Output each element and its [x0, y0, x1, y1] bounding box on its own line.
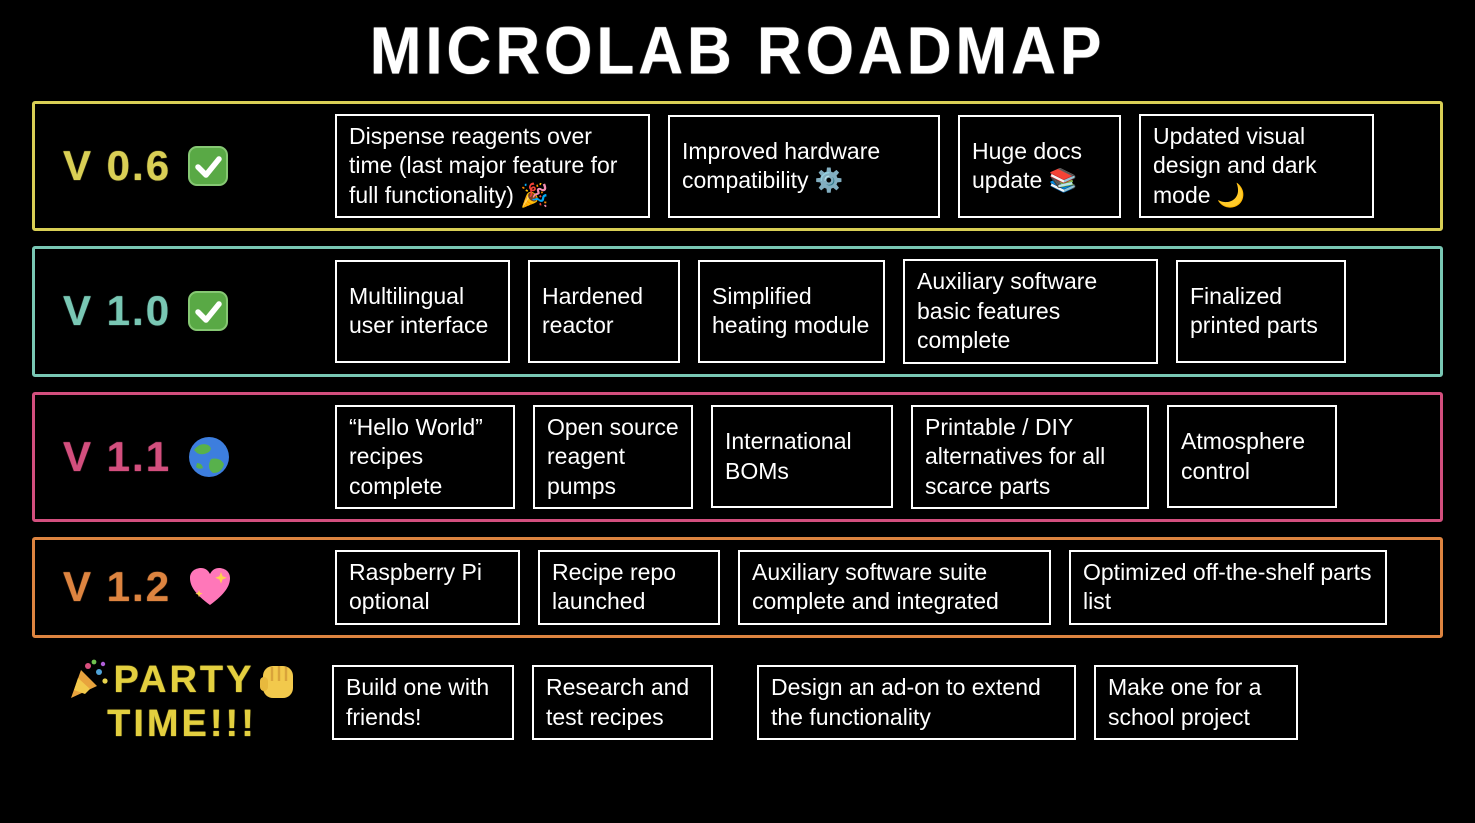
items-v12: Raspberry Pi optional Recipe repo launch… — [335, 549, 1428, 625]
roadmap-row-v11: V 1.1 “Hello World” recipes complete Ope… — [32, 391, 1443, 522]
items-party: Build one with friends! Research and tes… — [332, 665, 1431, 741]
check-badge-icon — [187, 290, 229, 332]
roadmap-row-v06: V 0.6 Dispense reagents over time (last … — [32, 101, 1443, 232]
version-label-v06: V 0.6 — [35, 142, 335, 190]
roadmap-item: “Hello World” recipes complete — [335, 404, 515, 509]
roadmap-row-v12: V 1.2 Raspberry Pi optional Recipe repo … — [32, 536, 1443, 638]
roadmap-item: Multilingual user interface — [335, 259, 510, 363]
party-text: PARTY — [113, 658, 255, 701]
roadmap-item: Build one with friends! — [332, 665, 514, 741]
version-label-v12: V 1.2 — [35, 563, 335, 611]
roadmap-item: Design an ad-on to extend the functional… — [757, 665, 1076, 741]
version-text: V 0.6 — [63, 142, 172, 190]
roadmap-item: Atmosphere control — [1167, 405, 1337, 509]
roadmap-item: Huge docs update 📚 — [958, 114, 1121, 218]
version-text: V 1.0 — [63, 287, 172, 335]
items-v06: Dispense reagents over time (last major … — [335, 114, 1428, 219]
items-v11: “Hello World” recipes complete Open sour… — [335, 404, 1428, 509]
roadmap-item: Printable / DIY alternatives for all sca… — [911, 404, 1149, 509]
roadmap-item: Open source reagent pumps — [533, 404, 693, 509]
sparkling-heart-icon — [187, 566, 233, 608]
time-text: TIME!!! — [107, 702, 257, 745]
roadmap-item: Make one for a school project — [1094, 665, 1298, 741]
page-title: MICROLAB ROADMAP — [369, 14, 1106, 89]
roadmap-item: Auxiliary software basic features comple… — [903, 259, 1158, 364]
roadmap-item: Recipe repo launched — [538, 549, 720, 625]
roadmap-item: Research and test recipes — [532, 665, 713, 741]
party-line1: PARTY — [66, 659, 299, 703]
roadmap-item: Simplified heating module — [698, 259, 885, 363]
version-label-v10: V 1.0 — [35, 287, 335, 335]
version-label-v11: V 1.1 — [35, 433, 335, 481]
roadmap-row-party: PARTY TIME!!! Build one with friends! Re… — [32, 653, 1443, 753]
fist-icon — [258, 659, 298, 703]
roadmap-item: International BOMs — [711, 405, 893, 509]
roadmap-item: Optimized off-the-shelf parts list — [1069, 549, 1387, 625]
version-text: V 1.1 — [63, 432, 172, 480]
items-v10: Multilingual user interface Hardened rea… — [335, 259, 1428, 364]
roadmap-item: Auxiliary software suite complete and in… — [738, 549, 1051, 625]
confetti-icon — [66, 659, 110, 703]
version-text: V 1.2 — [63, 563, 172, 611]
globe-icon — [187, 435, 231, 479]
roadmap-item: Improved hardware compatibility ⚙️ — [668, 114, 940, 218]
roadmap-item: Updated visual design and dark mode 🌙 — [1139, 114, 1374, 219]
roadmap-item: Dispense reagents over time (last major … — [335, 114, 650, 219]
roadmap-item: Raspberry Pi optional — [335, 549, 520, 625]
roadmap-item: Finalized printed parts — [1176, 259, 1346, 363]
roadmap-item: Hardened reactor — [528, 259, 680, 363]
roadmap-row-v10: V 1.0 Multilingual user interface Harden… — [32, 246, 1443, 377]
check-badge-icon — [187, 145, 229, 187]
party-time-label: PARTY TIME!!! — [32, 659, 332, 747]
